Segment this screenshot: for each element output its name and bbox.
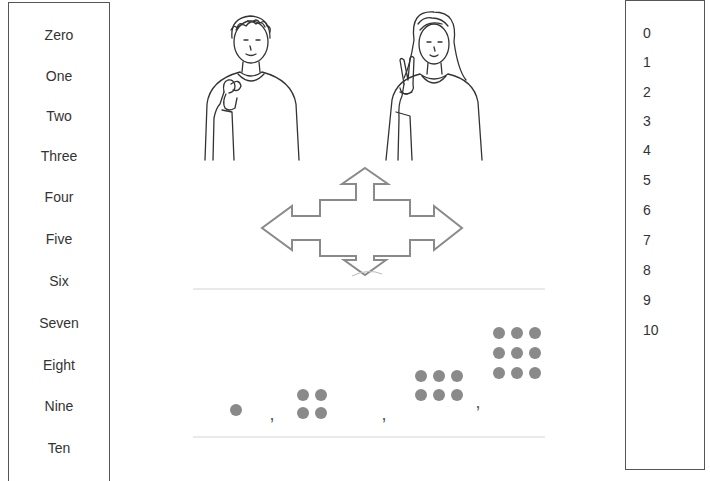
number-word: Six bbox=[49, 272, 68, 290]
arc-mark bbox=[352, 271, 382, 276]
numeral: 2 bbox=[643, 83, 651, 101]
separator-comma: , bbox=[475, 392, 480, 412]
numeral-list: 0 1 2 3 4 5 6 7 8 9 10 bbox=[625, 0, 705, 470]
number-word: Eight bbox=[43, 356, 75, 374]
numeral: 8 bbox=[643, 261, 651, 279]
numeral: 3 bbox=[643, 112, 651, 130]
number-word: Ten bbox=[48, 439, 71, 457]
rule-line bbox=[193, 289, 545, 290]
separator-comma: , bbox=[381, 404, 386, 424]
number-word-list: ZeroOneTwoThreeFourFiveSixSevenEightNine… bbox=[8, 2, 110, 481]
number-word: Seven bbox=[39, 314, 79, 332]
number-word: Five bbox=[46, 230, 72, 248]
number-word: Two bbox=[46, 107, 72, 125]
numeral: 10 bbox=[643, 321, 659, 339]
numeral: 6 bbox=[643, 201, 651, 219]
numeral: 5 bbox=[643, 171, 651, 189]
rule-line bbox=[193, 437, 545, 438]
woman-signing bbox=[386, 12, 482, 160]
separator-comma: , bbox=[269, 404, 274, 424]
numeral: 7 bbox=[643, 231, 651, 249]
man-signing bbox=[205, 16, 299, 160]
number-word: Zero bbox=[45, 26, 74, 44]
number-word: Three bbox=[41, 147, 78, 165]
number-word: Nine bbox=[45, 397, 74, 415]
numeral: 1 bbox=[643, 53, 651, 71]
numeral: 4 bbox=[643, 141, 651, 159]
numeral: 9 bbox=[643, 291, 651, 309]
number-word: One bbox=[46, 67, 72, 85]
numeral: 0 bbox=[643, 24, 651, 42]
number-word: Four bbox=[45, 188, 74, 206]
four-way-arrow bbox=[262, 168, 462, 275]
